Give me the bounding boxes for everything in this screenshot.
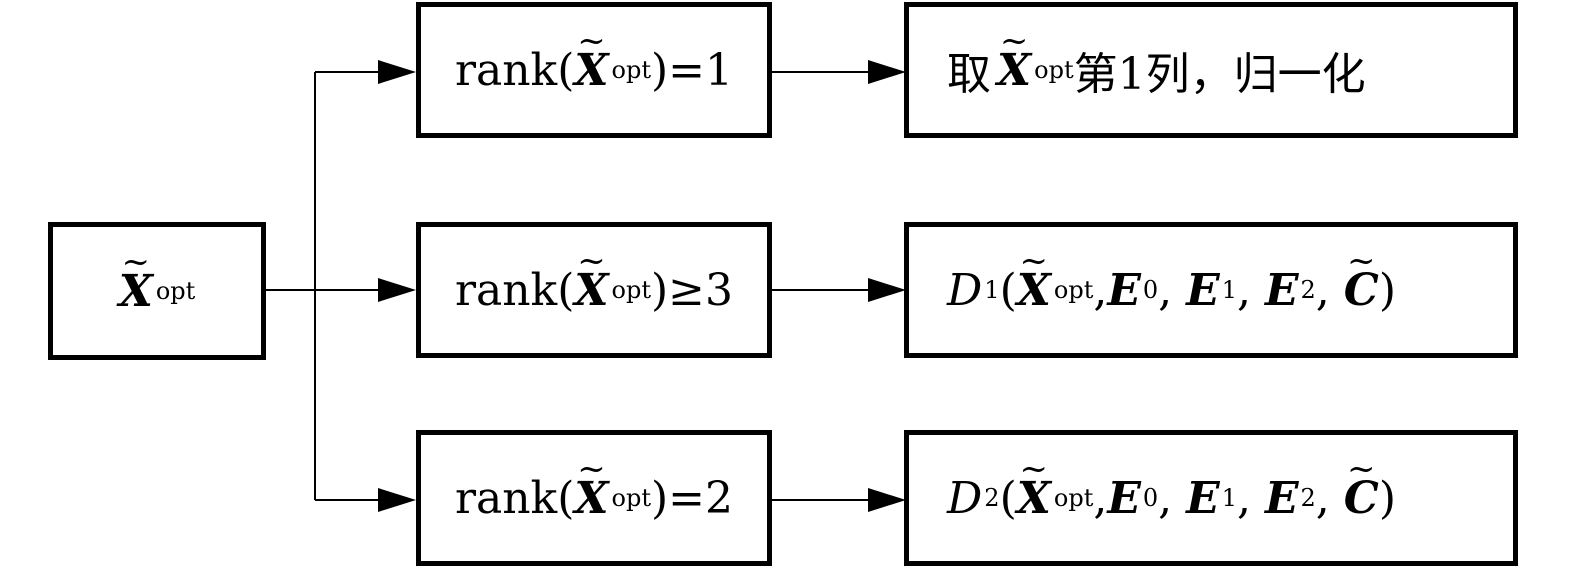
condition-superscript: opt (611, 484, 651, 512)
arg-separator: , (1093, 264, 1108, 316)
arg-matrix-e1: E (1186, 264, 1220, 316)
arg-e2-subscript: 2 (1300, 276, 1316, 304)
arg-matrix-x: X (1017, 449, 1051, 524)
arg-matrix-x: X (1017, 241, 1051, 316)
arg-separator: , (1236, 472, 1265, 524)
condition-superscript: opt (611, 276, 651, 304)
close-paren: ) (1378, 264, 1396, 316)
arrowhead-action-2 (868, 278, 906, 302)
arg-matrix-e0: E (1107, 264, 1141, 316)
condition-matrix-symbol: X (574, 241, 608, 316)
function-name: D (947, 264, 983, 316)
function-subscript: 1 (984, 276, 1000, 304)
action-text-before: 取 (947, 49, 991, 100)
action-node-normalize-first-column: 取Xopt第1列，归一化 (904, 2, 1518, 138)
arrowhead-condition-2 (378, 278, 416, 302)
arg-e0-subscript: 0 (1142, 276, 1159, 304)
arg-matrix-e2: E (1264, 264, 1299, 316)
arrowhead-action-1 (868, 60, 906, 84)
arg-e0-subscript: 0 (1142, 484, 1159, 512)
arg-separator: , (1158, 264, 1187, 316)
arrowhead-action-3 (868, 488, 906, 512)
input-matrix-superscript: opt (155, 277, 196, 305)
function-subscript: 2 (984, 484, 1000, 512)
function-name: D (947, 472, 983, 524)
arg-matrix-c: C (1344, 241, 1379, 316)
arg-matrix-e0: E (1107, 472, 1141, 524)
condition-matrix-symbol: X (574, 21, 608, 96)
arg-x-superscript: opt (1053, 484, 1094, 512)
arg-separator: , (1236, 264, 1265, 316)
arrowhead-condition-3 (378, 488, 416, 512)
arg-e1-subscript: 1 (1221, 484, 1237, 512)
arrowhead-condition-1 (378, 60, 416, 84)
arg-e1-subscript: 1 (1221, 276, 1237, 304)
arg-separator: , (1315, 472, 1344, 524)
condition-prefix: rank( (454, 472, 575, 524)
action-superscript: opt (1034, 56, 1074, 84)
arg-separator: , (1158, 472, 1187, 524)
action-matrix-symbol: X (997, 21, 1031, 96)
arg-e2-subscript: 2 (1300, 484, 1316, 512)
condition-superscript: opt (611, 56, 651, 84)
arg-separator: , (1093, 472, 1108, 524)
condition-prefix: rank( (454, 264, 575, 316)
open-paren: ( (999, 472, 1017, 524)
action-text-after: 第1列，归一化 (1073, 49, 1366, 100)
arg-x-superscript: opt (1053, 276, 1094, 304)
condition-relation: )=2 (651, 472, 734, 524)
condition-relation: )=1 (651, 44, 734, 96)
arg-matrix-e1: E (1186, 472, 1220, 524)
condition-matrix-symbol: X (574, 449, 608, 524)
arg-matrix-e2: E (1264, 472, 1299, 524)
open-paren: ( (999, 264, 1017, 316)
input-matrix-symbol: X (119, 242, 153, 317)
close-paren: ) (1378, 472, 1396, 524)
arg-separator: , (1315, 264, 1344, 316)
condition-relation: )≥3 (651, 264, 734, 316)
condition-prefix: rank( (454, 44, 575, 96)
arg-matrix-c: C (1344, 449, 1379, 524)
